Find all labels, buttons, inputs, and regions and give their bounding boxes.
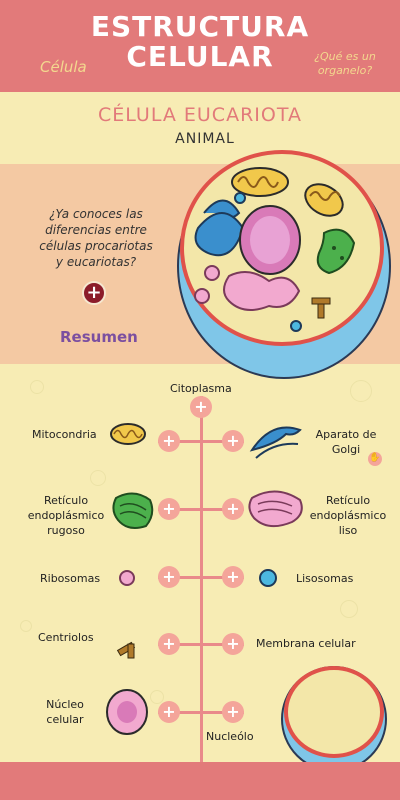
ribosome-icon — [119, 570, 135, 586]
golgi-extra-icon: ✋ — [368, 452, 382, 466]
title-line-2: CELULAR — [126, 40, 274, 73]
centriole-icon — [311, 297, 331, 319]
mitochondria-icon — [231, 167, 289, 197]
background-bubble — [150, 690, 164, 704]
mitochondria-icon — [304, 183, 344, 217]
golgi-icon — [194, 199, 245, 257]
label-mitocondria: Mitocondria — [32, 428, 97, 441]
rough-er-icon — [112, 492, 154, 529]
section-title: CÉLULA EUCARIOTA — [98, 104, 302, 126]
background-bubble — [20, 620, 32, 632]
connector-line — [158, 440, 244, 443]
header-banner — [0, 0, 400, 92]
label-golgi: Aparato de Golgi — [315, 428, 377, 456]
label-centriolos: Centriolos — [38, 631, 94, 644]
centriole-icon — [116, 641, 136, 659]
lysosome-icon — [290, 320, 302, 332]
background-bubble — [30, 380, 44, 394]
label-citoplasma: Citoplasma — [170, 382, 232, 395]
connector-line — [158, 576, 244, 579]
animal-cell-illustration — [177, 150, 391, 379]
rough-er-icon — [316, 228, 356, 275]
node-lisosomas[interactable]: + — [222, 566, 244, 588]
ribosome-icon — [194, 288, 210, 304]
smooth-er-icon — [223, 271, 301, 311]
connector-line — [158, 711, 244, 714]
nucleus-icon — [239, 205, 301, 275]
celula-link[interactable]: Célula — [40, 58, 87, 76]
footer-banner — [0, 762, 400, 800]
ribosome-icon — [204, 265, 220, 281]
node-nucleo[interactable]: + — [158, 701, 180, 723]
organelo-link[interactable]: ¿Qué es un organelo? — [314, 50, 376, 77]
golgi-icon — [249, 426, 302, 459]
node-mitocondria[interactable]: + — [158, 430, 180, 452]
node-centriolos[interactable]: + — [158, 633, 180, 655]
connector-line — [158, 508, 244, 511]
timeline-spine — [200, 396, 203, 762]
node-membrana[interactable]: + — [222, 633, 244, 655]
label-membrana: Membrana celular — [256, 637, 356, 650]
label-rer: Retículo endoplásmico rugoso — [27, 494, 105, 537]
intro-question: ¿Ya conoces las diferencias entre célula… — [39, 207, 153, 269]
title-line-1: ESTRUCTURA — [90, 10, 310, 43]
node-golgi[interactable]: + — [222, 430, 244, 452]
lysosome-icon — [234, 192, 246, 204]
expand-button[interactable]: + — [82, 281, 106, 305]
cell-membrane-illustration — [281, 666, 387, 772]
nucleus-icon — [106, 689, 148, 735]
background-bubble — [350, 380, 372, 402]
smooth-er-icon — [248, 490, 303, 528]
label-ribosomas: Ribosomas — [40, 572, 101, 585]
background-bubble — [340, 600, 358, 618]
label-nucleolo: Nucleólo — [206, 730, 254, 743]
node-nucleolo[interactable]: + — [222, 701, 244, 723]
node-ser[interactable]: + — [222, 498, 244, 520]
node-citoplasma[interactable]: + — [190, 396, 212, 418]
mitochondria-icon — [110, 423, 146, 445]
label-nucleo: Núcleo celular — [46, 698, 84, 726]
node-ribosomas[interactable]: + — [158, 566, 180, 588]
summary-link[interactable]: Resumen — [60, 328, 138, 346]
label-ser: Retículo endoplásmico liso — [309, 494, 387, 537]
section-subtitle: ANIMAL — [175, 131, 235, 147]
lysosome-icon — [259, 569, 277, 587]
background-bubble — [90, 470, 106, 486]
page-title: ESTRUCTURA CELULAR — [80, 12, 320, 72]
node-rer[interactable]: + — [158, 498, 180, 520]
connector-line — [158, 643, 244, 646]
label-lisosomas: Lisosomas — [296, 572, 354, 585]
